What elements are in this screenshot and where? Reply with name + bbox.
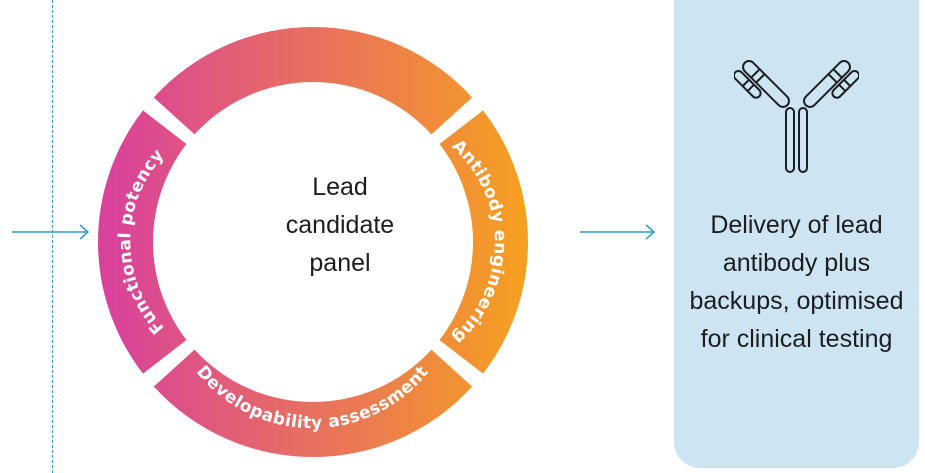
ring-center-text: Lead candidate panel: [285, 173, 395, 277]
ring-segment-protein-production: [153, 27, 473, 135]
ring-segment-developability-assessment: [153, 349, 473, 457]
ring-segment-functional-potency: [97, 110, 187, 374]
output-arrow: [580, 224, 656, 240]
ring-segment-antibody-engineering: [439, 110, 528, 374]
process-ring: Protein production Antibody engineering …: [97, 27, 528, 457]
input-arrow: [12, 224, 90, 240]
output-description: Delivery of lead antibody plus backups, …: [689, 211, 904, 353]
output-card: Delivery of lead antibody plus backups, …: [674, 0, 919, 468]
antibody-icon: [734, 60, 859, 173]
input-dashed-line: [52, 0, 53, 473]
